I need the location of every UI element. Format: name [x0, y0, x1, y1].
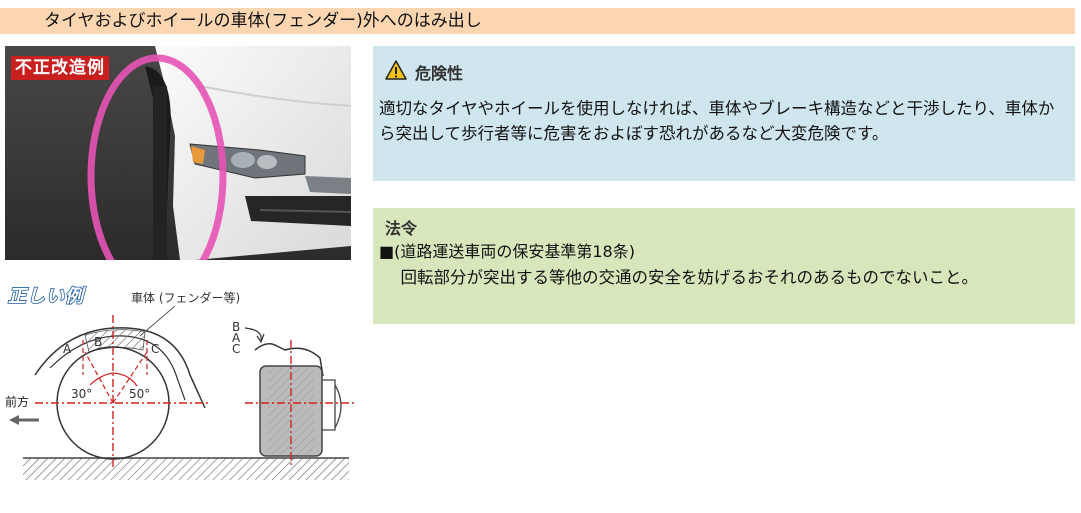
- page-title: タイヤおよびホイールの車体(フェンダー)外へのはみ出し: [0, 8, 1075, 34]
- danger-section: 危険性 適切なタイヤやホイールを使用しなければ、車体やブレーキ構造などと干渉した…: [373, 46, 1075, 181]
- danger-text: 適切なタイヤやホイールを使用しなければ、車体やブレーキ構造などと干渉したり、車体…: [379, 99, 1055, 143]
- car-photo-illustration: [5, 46, 351, 260]
- correct-example-diagram: 正しい例 車体 (フェンダー等) 前方 A B C 30° 50° B A C: [5, 280, 355, 490]
- fender-label: 車体 (フェンダー等): [131, 291, 241, 305]
- law-section: 法令 ■(道路運送車両の保安基準第18条) 回転部分が突出する等他の交通の安全を…: [373, 208, 1075, 324]
- front-view-labels: B A C: [232, 320, 242, 356]
- law-title: 法令: [385, 219, 418, 238]
- front-angle-label: 30°: [71, 387, 93, 401]
- front-view-a-label: A: [232, 331, 241, 345]
- illegal-example-photo: 不正改造例: [5, 46, 351, 260]
- front-direction-label: 前方: [5, 395, 30, 409]
- warning-icon: [385, 60, 407, 84]
- point-b-label: B: [94, 335, 103, 349]
- illegal-example-label: 不正改造例: [11, 56, 109, 80]
- rear-angle-label: 50°: [129, 387, 151, 401]
- point-a-label: A: [63, 342, 72, 356]
- law-reference: ■(道路運送車両の保安基準第18条): [379, 242, 635, 261]
- front-view-b-label: B: [232, 320, 241, 334]
- wheel-fender-diagram: [9, 305, 355, 480]
- danger-title: 危険性: [415, 64, 464, 83]
- danger-heading: 危険性: [385, 60, 463, 84]
- point-c-label: C: [151, 342, 160, 356]
- law-text: 回転部分が突出する等他の交通の安全を妨げるおそれのあるものでないこと。: [400, 268, 978, 287]
- front-view-c-label: C: [232, 342, 241, 356]
- correct-example-label: 正しい例: [7, 285, 84, 308]
